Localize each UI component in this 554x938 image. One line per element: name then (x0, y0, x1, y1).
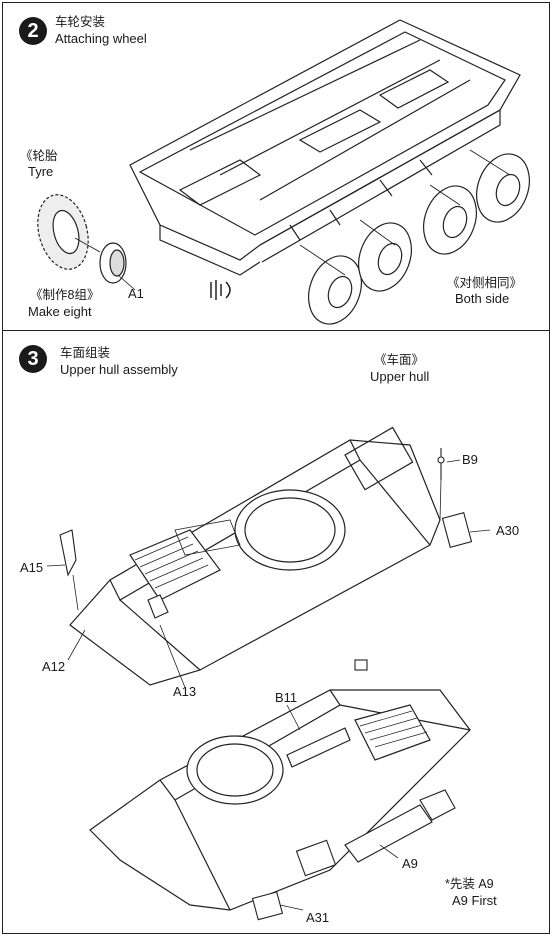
wheel-arrows (299, 149, 511, 276)
lower-hull-drawing (89, 689, 471, 911)
part-label-b9: B9 (462, 452, 478, 467)
lower-leader-lines (279, 704, 399, 911)
step-3-badge: 3 (19, 345, 47, 373)
upper-hull-drawing (69, 426, 441, 686)
step-3-title-cn: 车面组装 (60, 346, 111, 360)
lower-parts (251, 659, 456, 921)
part-label-a1: A1 (128, 286, 144, 301)
step-2-title-en: Attaching wheel (55, 31, 147, 46)
make-label-cn: 《制作8组》 (30, 288, 100, 302)
both-side-label-en: Both side (455, 291, 510, 306)
mounted-wheels (308, 153, 530, 325)
tyre-exploded (37, 194, 136, 291)
part-label-a12: A12 (42, 659, 66, 674)
upper-hull-label-en: Upper hull (370, 369, 430, 384)
upper-leader-lines (46, 459, 491, 691)
chassis-drawing (129, 19, 521, 276)
both-side-label-cn: 《对侧相同》 (447, 276, 523, 290)
mirror-symbol-icon (210, 280, 231, 300)
upper-parts (59, 448, 473, 619)
upper-hull-label-cn: 《车面》 (374, 353, 425, 367)
step-2-title-cn: 车轮安装 (55, 15, 106, 29)
tyre-label-cn: 《轮胎 (20, 149, 58, 163)
part-label-a30: A30 (496, 523, 520, 538)
step-divider (2, 330, 550, 331)
part-label-a15: A15 (20, 560, 44, 575)
part-label-a9: A9 (402, 856, 418, 871)
step-2-badge: 2 (19, 17, 47, 45)
tyre-label-en: Tyre (28, 164, 54, 179)
part-label-a31: A31 (306, 910, 330, 925)
a9-first-note-en: A9 First (452, 893, 497, 908)
part-label-a13: A13 (173, 684, 197, 699)
part-label-b11: B11 (275, 690, 298, 705)
step-3-title-en: Upper hull assembly (60, 362, 178, 377)
make-label-en: Make eight (28, 304, 92, 319)
a9-first-note-cn: *先装 A9 (445, 877, 494, 891)
